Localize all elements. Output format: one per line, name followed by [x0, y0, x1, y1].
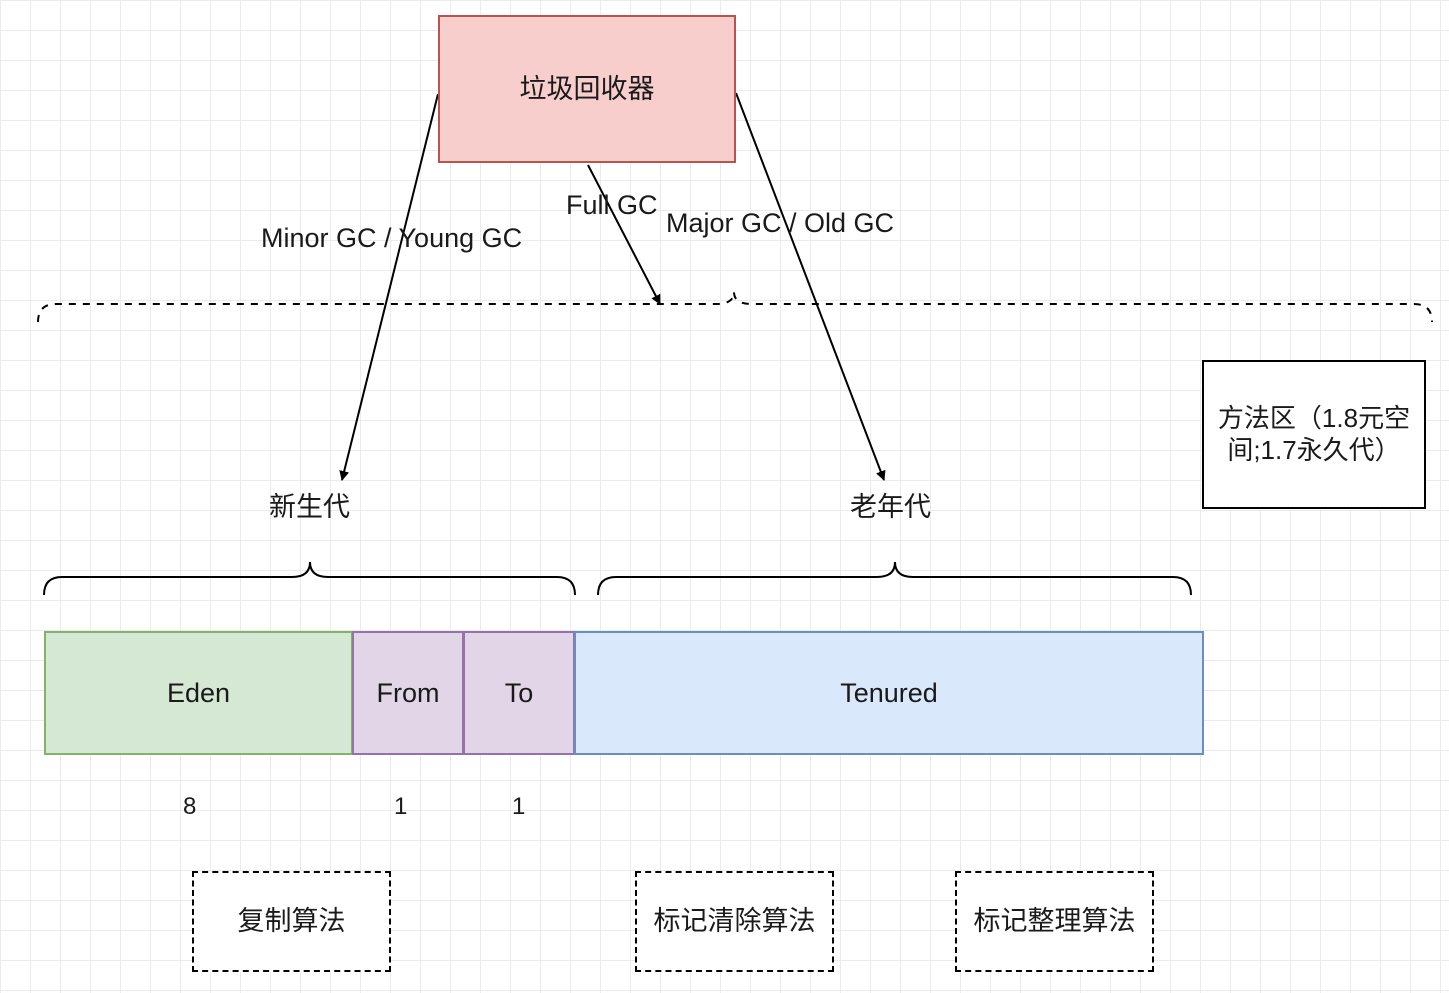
tenured-region[interactable]: Tenured: [574, 631, 1204, 755]
to-label: To: [504, 677, 534, 708]
mark-sweep-algorithm-label: 标记清除算法: [653, 906, 816, 937]
garbage-collector-label: 垃圾回收器: [519, 73, 655, 104]
method-area-label: 方法区（1.8元空间;1.7永久代）: [1217, 403, 1411, 465]
from-region[interactable]: From: [352, 631, 464, 755]
copy-algorithm-box[interactable]: 复制算法: [192, 871, 391, 972]
to-region[interactable]: To: [463, 631, 575, 755]
mark-compact-algorithm-box[interactable]: 标记整理算法: [955, 871, 1154, 972]
young-generation-label: 新生代: [269, 492, 350, 522]
young-gen-brace: [43, 561, 576, 596]
eden-ratio: 8: [183, 793, 197, 820]
mark-compact-algorithm-label: 标记整理算法: [973, 906, 1136, 937]
full-gc-arrow: [587, 164, 661, 305]
major-gc-label: Major GC / Old GC: [666, 208, 895, 238]
old-generation-label: 老年代: [850, 492, 931, 522]
from-ratio: 1: [394, 793, 408, 820]
eden-region[interactable]: Eden: [44, 631, 353, 755]
copy-algorithm-label: 复制算法: [237, 906, 346, 937]
minor-gc-label: Minor GC / Young GC: [261, 223, 523, 253]
old-gen-brace: [597, 561, 1192, 596]
minor-gc-arrow: [339, 93, 439, 481]
method-area-box[interactable]: 方法区（1.8元空间;1.7永久代）: [1202, 360, 1426, 509]
eden-label: Eden: [166, 677, 231, 708]
garbage-collector-box[interactable]: 垃圾回收器: [438, 15, 736, 163]
mark-sweep-algorithm-box[interactable]: 标记清除算法: [635, 871, 834, 972]
major-gc-arrow: [735, 92, 886, 481]
full-gc-label: Full GC: [566, 190, 658, 220]
heap-brace: [37, 291, 1433, 323]
tenured-label: Tenured: [840, 677, 938, 708]
to-ratio: 1: [512, 793, 526, 820]
from-label: From: [376, 677, 440, 708]
